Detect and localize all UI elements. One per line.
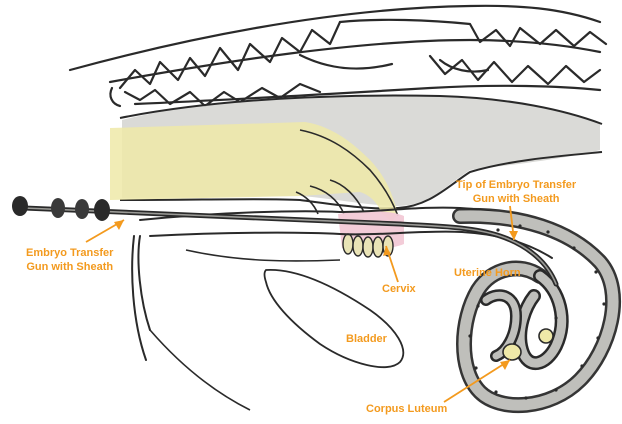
label-embryo-transfer-gun: Embryo Transfer Gun with Sheath [26,246,113,274]
label-cervix: Cervix [382,282,416,296]
body-wall [150,250,340,410]
label-tip-of-gun: Tip of Embryo Transfer Gun with Sheath [456,178,576,206]
label-bladder: Bladder [346,332,387,346]
label-corpus-luteum: Corpus Luteum [366,402,447,416]
spine [70,6,606,106]
label-uterine-horn: Uterine Horn [454,266,521,280]
